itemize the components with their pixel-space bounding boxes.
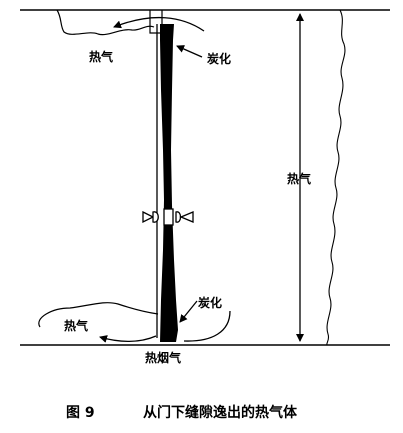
door-header [149, 10, 163, 34]
hot-gas-flow-arrow-top [113, 16, 205, 32]
label-hot-gas-bottom-left: 热气 [64, 318, 88, 333]
label-charring-top: 炭化 [207, 51, 231, 66]
figure-number: 图 9 [66, 405, 95, 421]
figure-caption: 从门下缝隙逸出的热气体 [143, 404, 298, 421]
label-charring-bottom: 炭化 [198, 295, 222, 310]
label-hot-gas-right: 热气 [287, 171, 311, 186]
door-handle-icon [142, 208, 194, 226]
label-hot-smoke-gas: 热烟气 [145, 350, 181, 365]
charred-door-body [160, 24, 178, 342]
charring-leader-top [176, 45, 203, 58]
hot-gas-flow-arrow-bottom-left [99, 335, 157, 343]
charring-leader-bottom [179, 300, 198, 323]
hot-gas-right-boundary [326, 9, 346, 346]
hot-gas-layer-top-left [56, 9, 155, 36]
label-hot-gas-top-left: 热气 [89, 49, 113, 64]
hot-gas-layer-bottom-left [38, 302, 159, 328]
hot-gas-flow-arrow-bottom [183, 310, 231, 342]
